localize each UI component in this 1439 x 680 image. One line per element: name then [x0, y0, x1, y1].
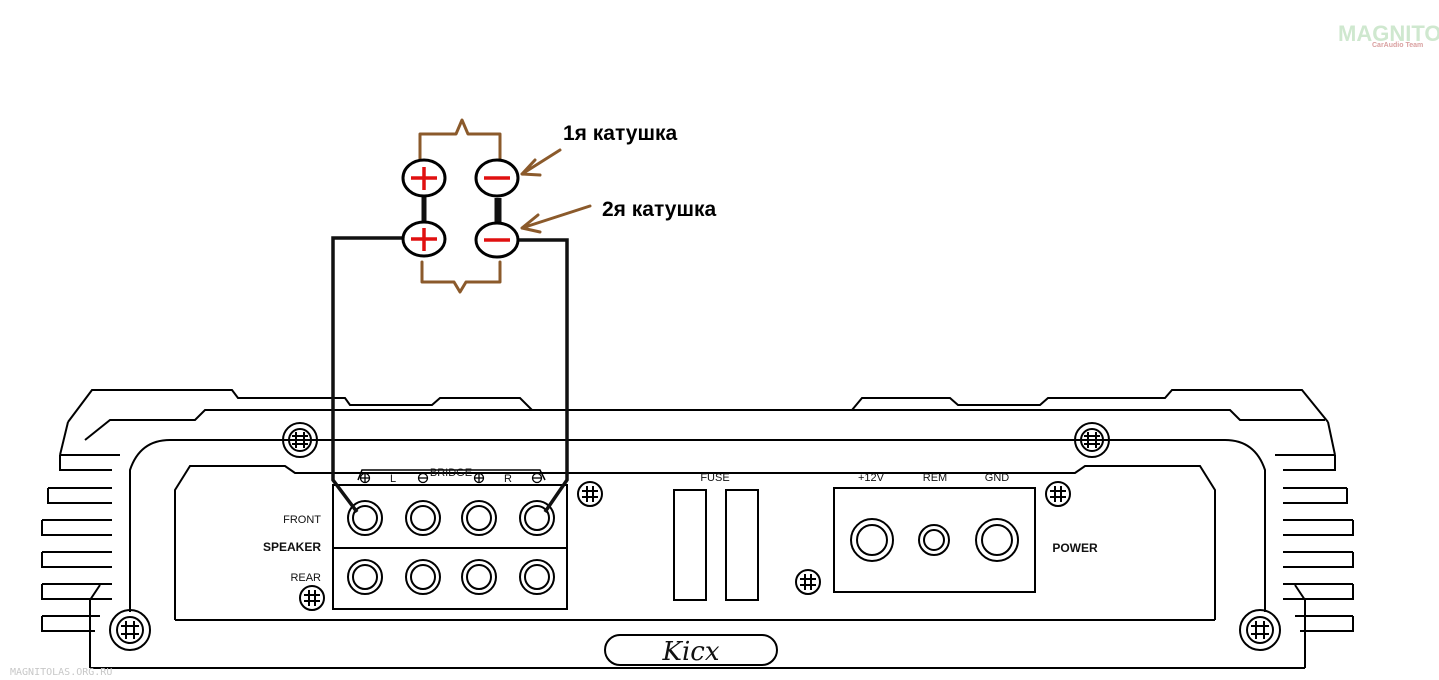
terminal-gnd	[975, 518, 1019, 562]
bridge-label: BRIDGE	[430, 467, 472, 479]
coil2-minus-terminal	[474, 221, 520, 259]
watermark-site: MAGNITOLAS.ORG.RU	[10, 667, 112, 678]
screw-panel-power-right	[1045, 481, 1071, 507]
coil2-plus-terminal	[401, 220, 447, 258]
plus12v-label: +12V	[858, 472, 885, 484]
screw-panel-speaker-left	[299, 585, 325, 611]
terminal-rear-l-plus	[347, 559, 383, 595]
gnd-label: GND	[985, 472, 1010, 484]
brand-logo: Kicx	[662, 637, 720, 667]
coil1-minus-terminal	[474, 158, 520, 198]
screw-bottom-left	[109, 609, 151, 651]
right-channel-label: R	[504, 473, 512, 485]
watermark-logo: MAGNITOLA CarAudio Team	[1338, 21, 1439, 49]
speaker-label: SPEAKER	[263, 540, 321, 554]
amplifier-body	[41, 389, 1354, 669]
brand-badge: Kicx	[604, 634, 778, 667]
wire-positive	[331, 236, 405, 514]
screws	[109, 422, 1281, 651]
power-terminal-block: +12V REM GND POWER	[833, 472, 1098, 593]
coil2-annotation: 2я катушка	[602, 198, 716, 221]
terminal-front-l-plus	[347, 500, 383, 536]
brace-coil1	[418, 118, 502, 162]
fuse-section: FUSE	[673, 472, 759, 601]
arrow-coil2	[520, 204, 592, 234]
screw-bottom-right	[1239, 609, 1281, 651]
wire-negative	[517, 238, 569, 513]
watermark-logo-text: MAGNITOLA	[1338, 21, 1439, 46]
brace-coil2	[420, 260, 502, 294]
power-label: POWER	[1052, 541, 1098, 555]
terminal-rem	[918, 524, 950, 556]
terminal-rear-l-minus	[405, 559, 441, 595]
coil1-annotation: 1я катушка	[563, 122, 677, 145]
coil-terminals	[401, 158, 520, 259]
terminal-plus12v	[850, 518, 894, 562]
screw-top-left	[282, 422, 318, 458]
terminal-front-r-minus	[519, 500, 555, 536]
speaker-wires	[331, 196, 569, 514]
watermark-logo-subtitle: CarAudio Team	[1372, 42, 1423, 49]
screw-top-right	[1074, 422, 1110, 458]
front-label: FRONT	[283, 514, 321, 526]
left-channel-label: L	[390, 473, 396, 485]
coil1-plus-terminal	[401, 158, 447, 198]
terminal-rear-r-plus	[461, 559, 497, 595]
fuse-2	[725, 489, 759, 601]
coil-braces	[418, 118, 592, 294]
fuse-label: FUSE	[700, 472, 729, 484]
terminal-rear-r-minus	[519, 559, 555, 595]
rear-label: REAR	[290, 572, 321, 584]
arrow-coil1	[520, 148, 562, 177]
terminal-front-r-plus	[461, 500, 497, 536]
speaker-terminal-block: BRIDGE L R FRONT SPEAKER REAR	[263, 467, 568, 610]
screw-panel-power-left	[795, 569, 821, 595]
terminal-front-l-minus	[405, 500, 441, 536]
rem-label: REM	[923, 472, 947, 484]
screw-panel-speaker-right	[577, 481, 603, 507]
fuse-1	[673, 489, 707, 601]
